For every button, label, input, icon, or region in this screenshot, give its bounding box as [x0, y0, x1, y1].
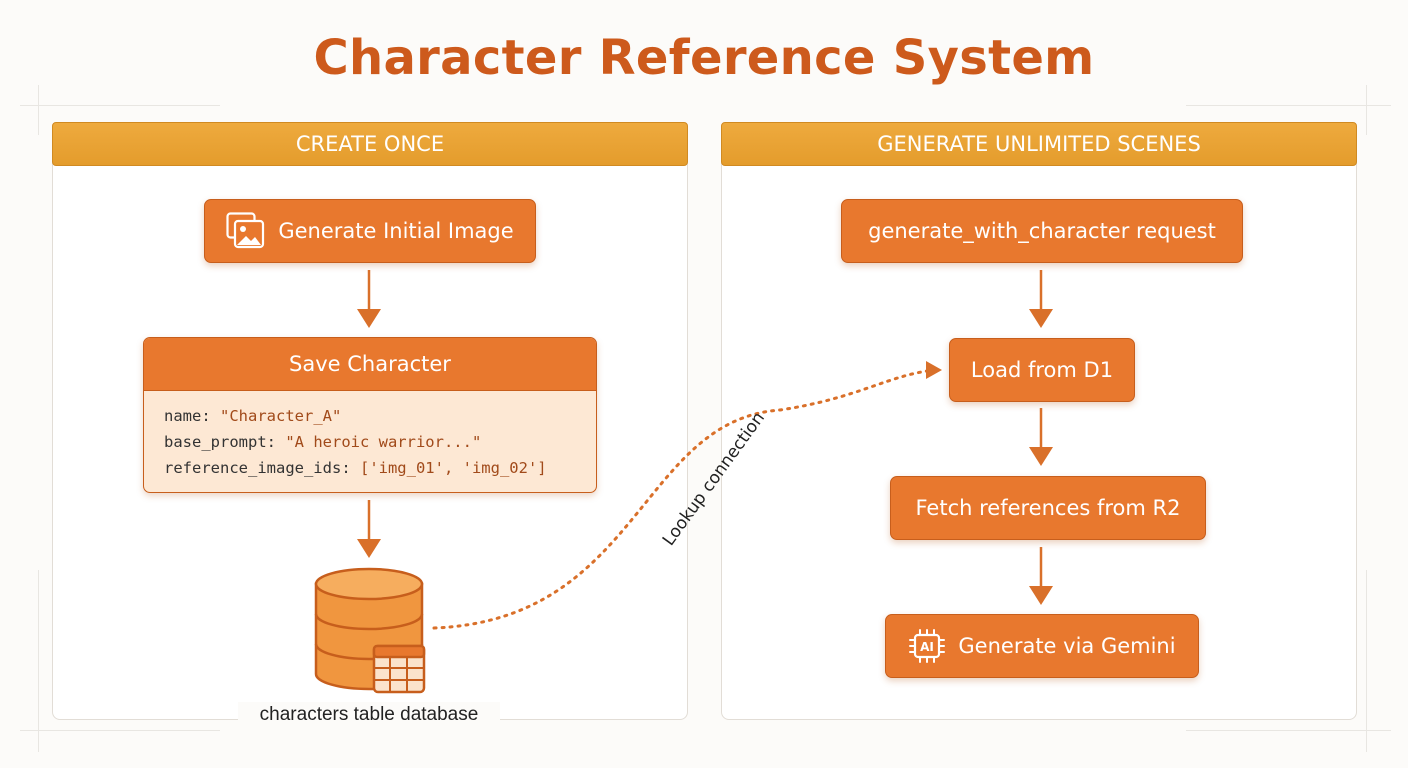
save-character-node: Save Character name: "Character_A" base_… [143, 337, 597, 493]
field-value: "A heroic warrior..." [285, 433, 482, 451]
flow-arrow [1029, 270, 1053, 328]
field-value: "Character_A" [220, 407, 342, 425]
field-key: base_prompt [164, 433, 267, 451]
field-value: ['img_01', 'img_02'] [359, 459, 547, 477]
field-row: reference_image_ids: ['img_01', 'img_02'… [164, 459, 547, 477]
guide-line [38, 570, 39, 752]
create-once-header: CREATE ONCE [52, 122, 688, 166]
flow-arrow [357, 270, 381, 328]
fetch-references-node: Fetch references from R2 [890, 476, 1206, 540]
step-label: generate_with_character request [868, 219, 1216, 243]
field-row: base_prompt: "A heroic warrior..." [164, 433, 482, 451]
database-label: characters table database [238, 702, 500, 728]
guide-line [1186, 105, 1391, 106]
save-character-title: Save Character [144, 338, 596, 391]
guide-line [1366, 85, 1367, 135]
field-row: name: "Character_A" [164, 407, 342, 425]
character-fields: name: "Character_A" base_prompt: "A hero… [144, 391, 596, 481]
field-key: name [164, 407, 202, 425]
field-key: reference_image_ids [164, 459, 342, 477]
guide-line [38, 85, 39, 135]
flow-arrow [1029, 408, 1053, 466]
step-label: Fetch references from R2 [915, 496, 1181, 520]
step-label: Load from D1 [970, 358, 1114, 382]
step-label: Generate via Gemini [958, 634, 1176, 658]
guide-line [20, 105, 220, 106]
image-icon [226, 212, 266, 250]
generate-with-character-request-node: generate_with_character request [841, 199, 1243, 263]
load-from-d1-node: Load from D1 [949, 338, 1135, 402]
generate-initial-image-node: Generate Initial Image [204, 199, 536, 263]
lookup-arrowhead [926, 361, 942, 379]
guide-line [20, 730, 220, 731]
generate-via-gemini-node: AI Generate via Gemini [885, 614, 1199, 678]
generate-initial-image-label: Generate Initial Image [278, 219, 514, 243]
ai-chip-icon: AI [908, 628, 946, 664]
database-icon [314, 567, 424, 691]
flow-arrow [1029, 547, 1053, 605]
generate-scenes-header: GENERATE UNLIMITED SCENES [721, 122, 1357, 166]
lookup-connection [432, 368, 938, 630]
guide-line [1366, 570, 1367, 752]
lookup-connection-label: Lookup connection [659, 408, 769, 549]
flow-arrow [357, 500, 381, 558]
table-icon [372, 644, 426, 694]
guide-line [1186, 730, 1391, 731]
diagram-title: Character Reference System [313, 30, 1095, 86]
svg-text:AI: AI [921, 640, 935, 654]
